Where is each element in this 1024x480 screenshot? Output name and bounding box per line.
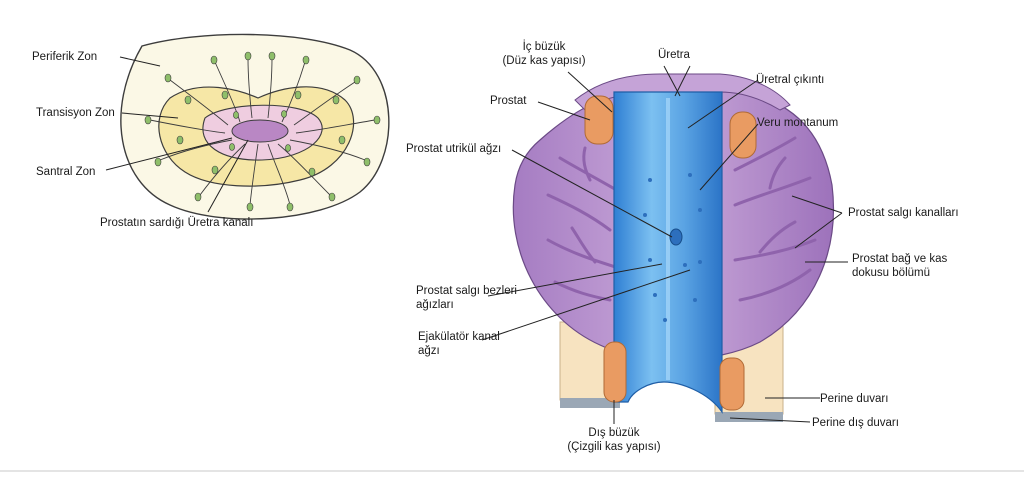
label-urethral-crest: Üretral çıkıntı xyxy=(756,74,825,86)
label-external-sphincter: Dış büzük (Çizgili kas yapısı) xyxy=(556,426,672,454)
urethra-lumen xyxy=(231,119,289,143)
label-ejaculatory-line1: Ejakülatör kanal xyxy=(418,331,500,343)
gland-dots xyxy=(144,51,381,212)
label-urethra-canal: Prostatın sardığı Üretra kanalı xyxy=(100,217,254,229)
label-peripheral-zone: Periferik Zon xyxy=(32,51,98,63)
label-external-sphincter-line2: (Çizgili kas yapısı) xyxy=(567,441,661,453)
label-gland-openings: Prostat salgı bezleri ağızları xyxy=(416,284,517,312)
label-ejaculatory-line2: ağzı xyxy=(418,345,440,357)
label-stroma-line1: Prostat bağ ve kas xyxy=(852,253,948,265)
label-stroma-line2: dokusu bölümü xyxy=(852,267,930,279)
internal-sphincter-right xyxy=(729,111,757,159)
label-urethra: Üretra xyxy=(658,49,690,61)
label-secretory-ducts: Prostat salgı kanalları xyxy=(848,207,959,219)
utricle-opening xyxy=(669,228,683,246)
bottom-divider xyxy=(0,470,1024,472)
label-internal-sphincter-line1: İç büzük xyxy=(522,41,566,53)
label-gland-openings-line1: Prostat salgı bezleri xyxy=(416,285,517,297)
left-leader-lines xyxy=(105,56,249,213)
perineum-outer-left xyxy=(560,398,620,408)
label-internal-sphincter-line2: (Düz kas yapısı) xyxy=(502,55,586,67)
longitudinal-section xyxy=(481,65,848,424)
external-sphincter-left xyxy=(603,341,627,403)
label-veru-montanum: Veru montanum xyxy=(757,117,839,129)
label-internal-sphincter: İç büzük (Düz kas yapısı) xyxy=(498,40,590,68)
label-perineal-wall: Perine duvarı xyxy=(820,393,889,405)
label-utricle-opening: Prostat utrikül ağzı xyxy=(406,143,502,155)
duct-lines xyxy=(149,57,376,206)
label-external-sphincter-line1: Dış büzük xyxy=(588,427,640,439)
label-transition-zone: Transisyon Zon xyxy=(36,107,115,119)
external-sphincter-right xyxy=(719,357,745,411)
internal-sphincter-left xyxy=(584,95,614,145)
label-stroma: Prostat bağ ve kas dokusu bölümü xyxy=(852,252,947,280)
label-ejaculatory-duct: Ejakülatör kanal ağzı xyxy=(418,330,500,358)
label-prostate: Prostat xyxy=(490,95,527,107)
gland-openings xyxy=(643,173,702,322)
label-gland-openings-line2: ağızları xyxy=(416,299,454,311)
zone-cross-section xyxy=(105,33,390,220)
right-leader-lines xyxy=(481,65,848,424)
label-perineal-outer-wall: Perine dış duvarı xyxy=(812,417,899,429)
perineum-outer-right xyxy=(715,412,783,422)
label-central-zone: Santral Zon xyxy=(36,166,96,178)
